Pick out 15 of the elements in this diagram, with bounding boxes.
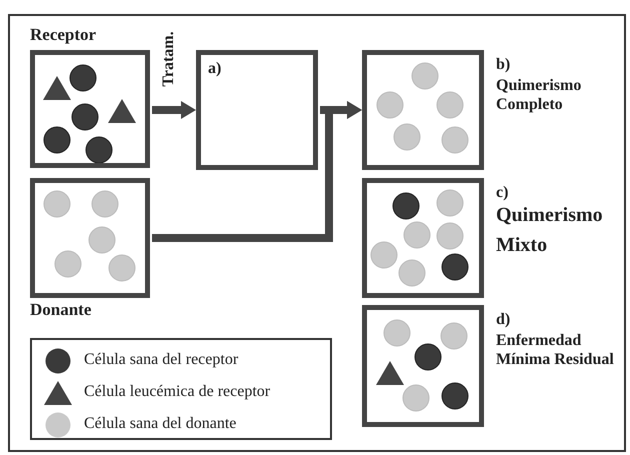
outcome-label: Enfermedad Mínima Residual bbox=[496, 331, 615, 369]
edge-label: Tratam. bbox=[160, 30, 178, 89]
legend-text: Célula leucémica de receptor bbox=[84, 383, 270, 401]
outcome-label: Quimerismo Mixto bbox=[496, 203, 604, 258]
legend-text: Célula sana del donante bbox=[84, 415, 236, 433]
legend-text: Célula sana del receptor bbox=[84, 351, 238, 369]
panel-tag: c) bbox=[496, 184, 508, 202]
arrow bbox=[152, 101, 362, 242]
panel-tag: a) bbox=[208, 60, 222, 78]
panel-tag: d) bbox=[496, 311, 510, 329]
outcome-label: Quimerismo Completo bbox=[496, 76, 582, 114]
panel-heading: Receptor bbox=[30, 25, 96, 45]
panel-tag: b) bbox=[496, 56, 510, 74]
arrow bbox=[152, 101, 196, 119]
panel-heading: Donante bbox=[30, 300, 92, 320]
